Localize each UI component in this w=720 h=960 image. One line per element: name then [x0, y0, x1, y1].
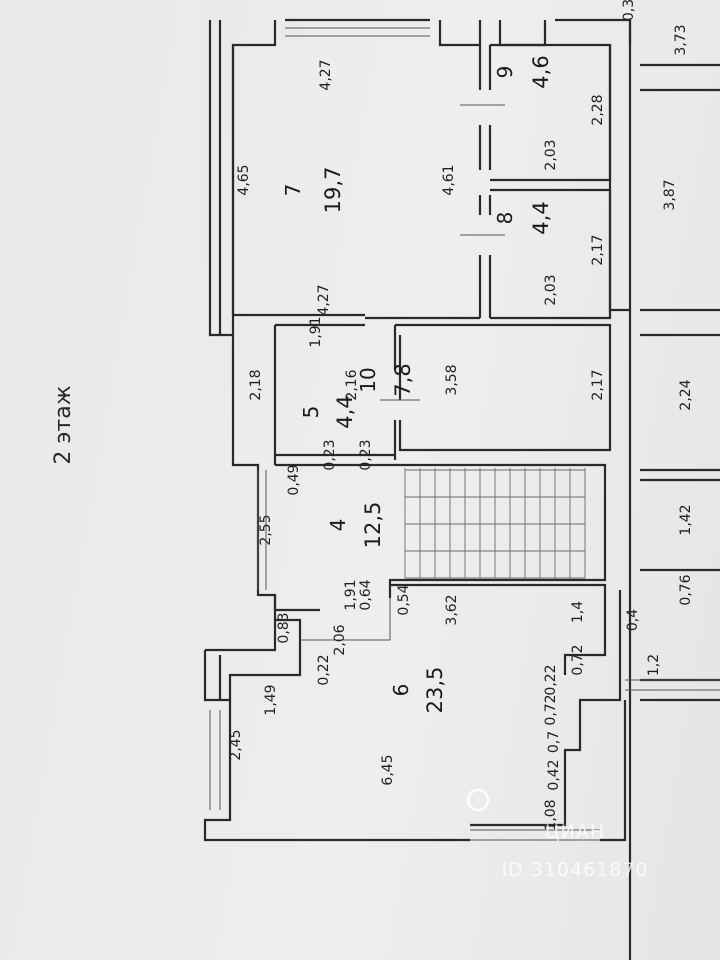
room-number: 4: [326, 519, 350, 532]
room-number: 8: [493, 212, 517, 225]
dimension-label: 0,49: [286, 464, 302, 495]
dimension-label: 2,17: [590, 369, 606, 400]
dimension-label: 2,24: [678, 379, 694, 410]
dimension-label: 4,27: [318, 59, 334, 90]
dimension-label: 2,55: [258, 514, 274, 545]
dimension-label: 1,2: [646, 654, 662, 676]
room-number: 6: [389, 684, 413, 697]
dimension-label: 3,58: [444, 364, 460, 395]
dimension-label: 0,42: [546, 759, 562, 790]
dimension-label: 2,28: [590, 94, 606, 125]
room-area: 4,4: [529, 201, 553, 234]
room-area: 7,8: [391, 363, 415, 396]
room-10-walls: [395, 323, 612, 452]
dimension-label: 1,4: [570, 601, 586, 623]
dimension-label: 6,45: [380, 754, 396, 785]
right-walls: [625, 63, 720, 702]
dimension-label: 4,27: [316, 284, 332, 315]
room-5-walls: [275, 323, 420, 460]
room-number: 10: [356, 367, 380, 392]
room-number: 5: [299, 406, 323, 419]
room-area: 19,7: [321, 167, 345, 214]
dimension-label: 2,06: [332, 624, 348, 655]
dimension-label: 0,23: [322, 439, 338, 470]
room-4-walls: [273, 463, 607, 612]
floor-label: 2 этаж: [51, 385, 76, 464]
room-area: 4,4: [333, 395, 357, 428]
dimension-label: 4,65: [236, 164, 252, 195]
watermark-logo: ЦИАН: [545, 821, 605, 843]
staircase: [404, 468, 586, 579]
dimension-label: 0,4: [625, 609, 641, 631]
room-6-walls: [228, 583, 622, 827]
dimension-label: 2,18: [248, 369, 264, 400]
dimension-label: 0,23: [358, 439, 374, 470]
background-bleed-text: [0, 0, 200, 960]
dimension-label: 0,54: [396, 584, 412, 615]
dimension-label: 0,64: [358, 579, 374, 610]
room-labels: 7 19,7 9 4,6 8 4,4 10 7,8 5 4,4 4 12,5 6 23,5: [281, 55, 553, 713]
room-area: 12,5: [361, 502, 385, 549]
dimension-label: 1,08: [543, 799, 559, 830]
dimension-label: 2,03: [543, 139, 559, 170]
location-pin-icon: [466, 788, 490, 812]
watermark: ЦИАН ID 310461870: [466, 788, 648, 881]
dimension-label: 0,76: [678, 574, 694, 605]
dimension-label: 1,42: [678, 504, 694, 535]
dimension-label: 1,91: [343, 579, 359, 610]
watermark-id: ID 310461870: [501, 859, 648, 881]
dimension-label: 3,62: [444, 594, 460, 625]
room-area: 23,5: [423, 667, 447, 714]
dimension-label: 3,73: [673, 24, 689, 55]
dimension-label: 0,72: [543, 694, 559, 725]
dimension-label: 2,16: [344, 369, 360, 400]
dimension-label: 0,3: [621, 0, 637, 21]
dimension-label: 0,22: [316, 654, 332, 685]
room-9-8-walls: [460, 43, 612, 320]
room-area: 4,6: [529, 55, 553, 88]
room-number: 7: [281, 184, 305, 197]
dimension-label: 4,61: [441, 164, 457, 195]
dimension-label: 3,87: [662, 179, 678, 210]
dimension-label: 1,91: [308, 316, 324, 347]
dimension-label: 2,03: [543, 274, 559, 305]
dimension-label: 0,83: [276, 612, 292, 643]
room-7-walls: [231, 45, 492, 320]
dimension-label: 1,49: [263, 684, 279, 715]
dimension-label: 0,72: [570, 644, 586, 675]
dimension-label: 2,45: [228, 729, 244, 760]
outer-walls: [203, 18, 632, 960]
dimension-label: 0,7: [546, 731, 562, 753]
room-number: 9: [493, 66, 517, 79]
dimension-label: 0,22: [543, 664, 559, 695]
dimension-label: 2,17: [590, 234, 606, 265]
